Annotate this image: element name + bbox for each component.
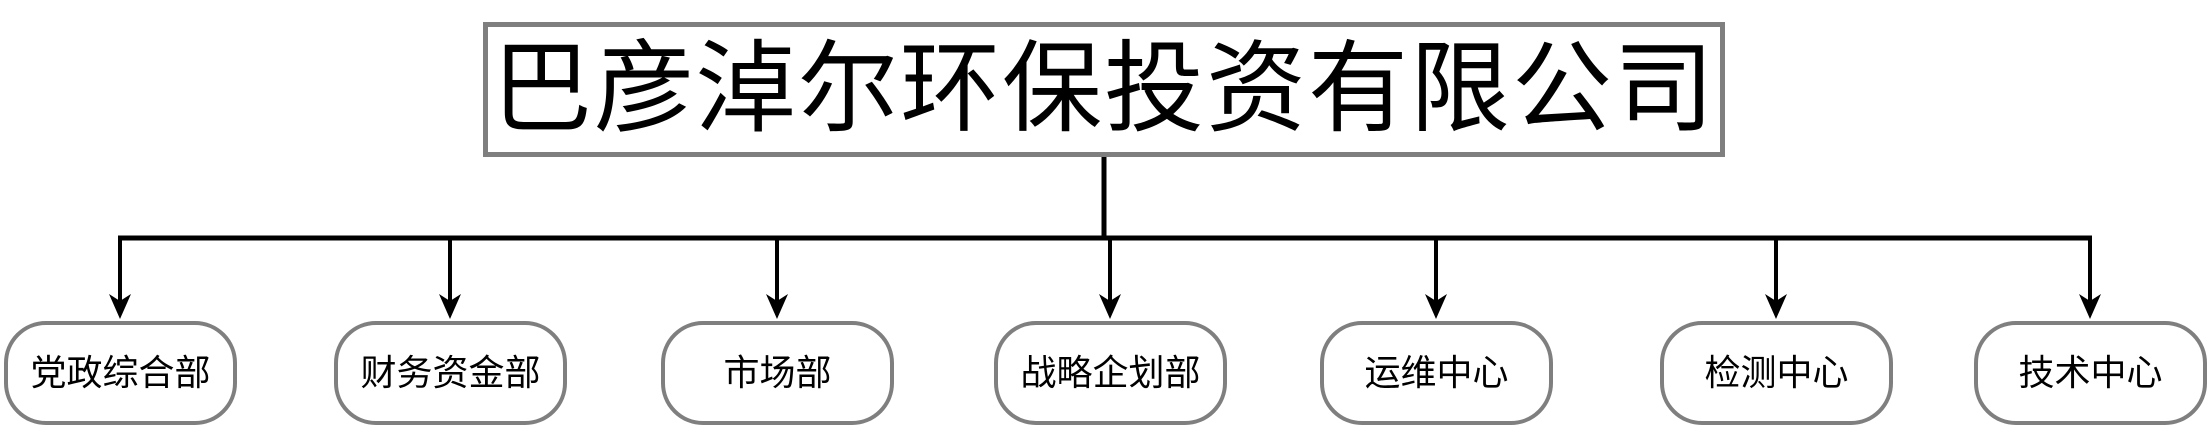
dept-label: 党政综合部 [30, 353, 211, 393]
arrow-to-dept-2 [439, 236, 461, 319]
dept-box-marketing: 市场部 [661, 321, 894, 425]
arrow-to-dept-5 [1425, 236, 1447, 319]
arrow-to-dept-4 [1099, 236, 1121, 319]
dept-label: 战略企划部 [1020, 353, 1201, 393]
dept-box-technology-center: 技术中心 [1974, 321, 2207, 425]
dept-label: 运维中心 [1364, 353, 1509, 393]
arrow-to-dept-6 [1765, 236, 1787, 319]
dept-label: 市场部 [723, 353, 832, 393]
arrow-to-dept-7 [2079, 236, 2101, 319]
dept-label: 技术中心 [2018, 353, 2163, 393]
arrow-to-dept-1 [109, 236, 131, 319]
dept-box-strategic-planning: 战略企划部 [994, 321, 1227, 425]
arrow-to-dept-3 [766, 236, 788, 319]
company-title-box: 巴彦淖尔环保投资有限公司 [483, 22, 1725, 157]
dept-box-finance-funds: 财务资金部 [334, 321, 567, 425]
dept-box-party-government-general: 党政综合部 [4, 321, 237, 425]
dept-box-testing-center: 检测中心 [1660, 321, 1893, 425]
company-name: 巴彦淖尔环保投资有限公司 [492, 33, 1716, 145]
dept-label: 财务资金部 [360, 353, 541, 393]
dept-label: 检测中心 [1704, 353, 1849, 393]
dept-box-operations-maintenance-center: 运维中心 [1320, 321, 1553, 425]
